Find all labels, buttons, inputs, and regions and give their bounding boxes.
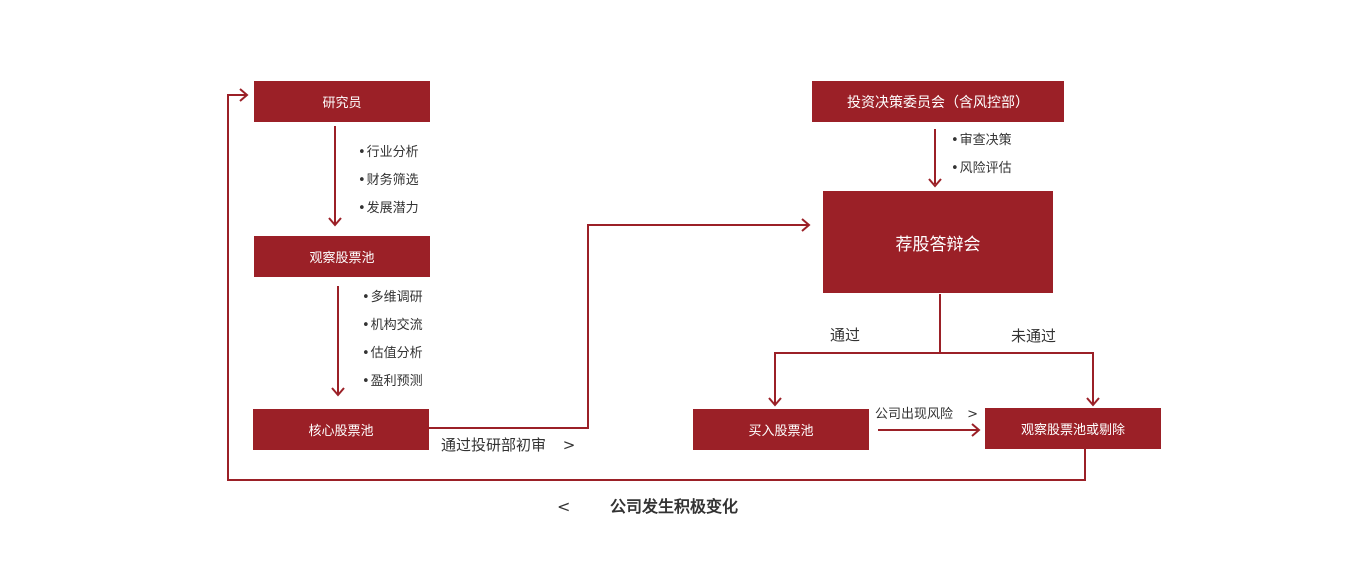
arrow-core-to-defense (429, 224, 808, 429)
risk-label: 公司出现风险 > (875, 403, 978, 422)
watch-or-remove-box: 观察股票池或剔除 (985, 408, 1161, 449)
arrowhead-watch-remove (1086, 397, 1100, 407)
core-pool-box: 核心股票池 (253, 409, 429, 450)
core-to-defense-label: 通过投研部初审 > (441, 434, 575, 455)
research-steps: 行业分析 财务筛选 发展潜力 (358, 139, 419, 223)
researcher-box: 研究员 (254, 81, 430, 122)
committee-step: 审查决策 (951, 127, 1012, 155)
arrowhead-defense-top (928, 178, 942, 188)
fail-label: 未通过 (1011, 327, 1057, 345)
committee-steps: 审查决策 风险评估 (951, 127, 1012, 183)
watch-step: 机构交流 (362, 312, 423, 340)
arrowhead-remove (971, 423, 981, 437)
arrow-feedback-loop (227, 94, 1086, 481)
risk-text: 公司出现风险 (875, 407, 954, 422)
watch-step: 多维调研 (362, 284, 423, 312)
watch-step: 盈利预测 (362, 368, 423, 396)
research-step: 发展潜力 (358, 195, 419, 223)
feedback-label: < 公司发生积极变化 (557, 493, 738, 517)
committee-box: 投资决策委员会（含风控部） (812, 81, 1064, 122)
arrowhead-watch (328, 217, 342, 227)
arrowhead-buy (768, 397, 782, 407)
left-arrow-glyph: < (557, 497, 571, 516)
research-step: 财务筛选 (358, 167, 419, 195)
research-step: 行业分析 (358, 139, 419, 167)
pass-label: 通过 (830, 326, 861, 344)
arrowhead-defense (801, 218, 811, 232)
arrow-defense-split (774, 352, 1094, 404)
feedback-text: 公司发生积极变化 (609, 497, 738, 516)
watch-steps: 多维调研 机构交流 估值分析 盈利预测 (362, 284, 423, 396)
right-arrow-glyph: > (562, 436, 576, 454)
watch-step: 估值分析 (362, 340, 423, 368)
arrowhead-core (331, 387, 345, 397)
watch-pool-box: 观察股票池 (254, 236, 430, 277)
committee-step: 风险评估 (951, 155, 1012, 183)
arrowhead-researcher (239, 88, 249, 102)
defense-box: 荐股答辩会 (823, 191, 1053, 293)
core-to-defense-text: 通过投研部初审 (441, 436, 547, 454)
buy-pool-box: 买入股票池 (693, 409, 869, 450)
right-arrow-glyph: > (967, 407, 979, 422)
